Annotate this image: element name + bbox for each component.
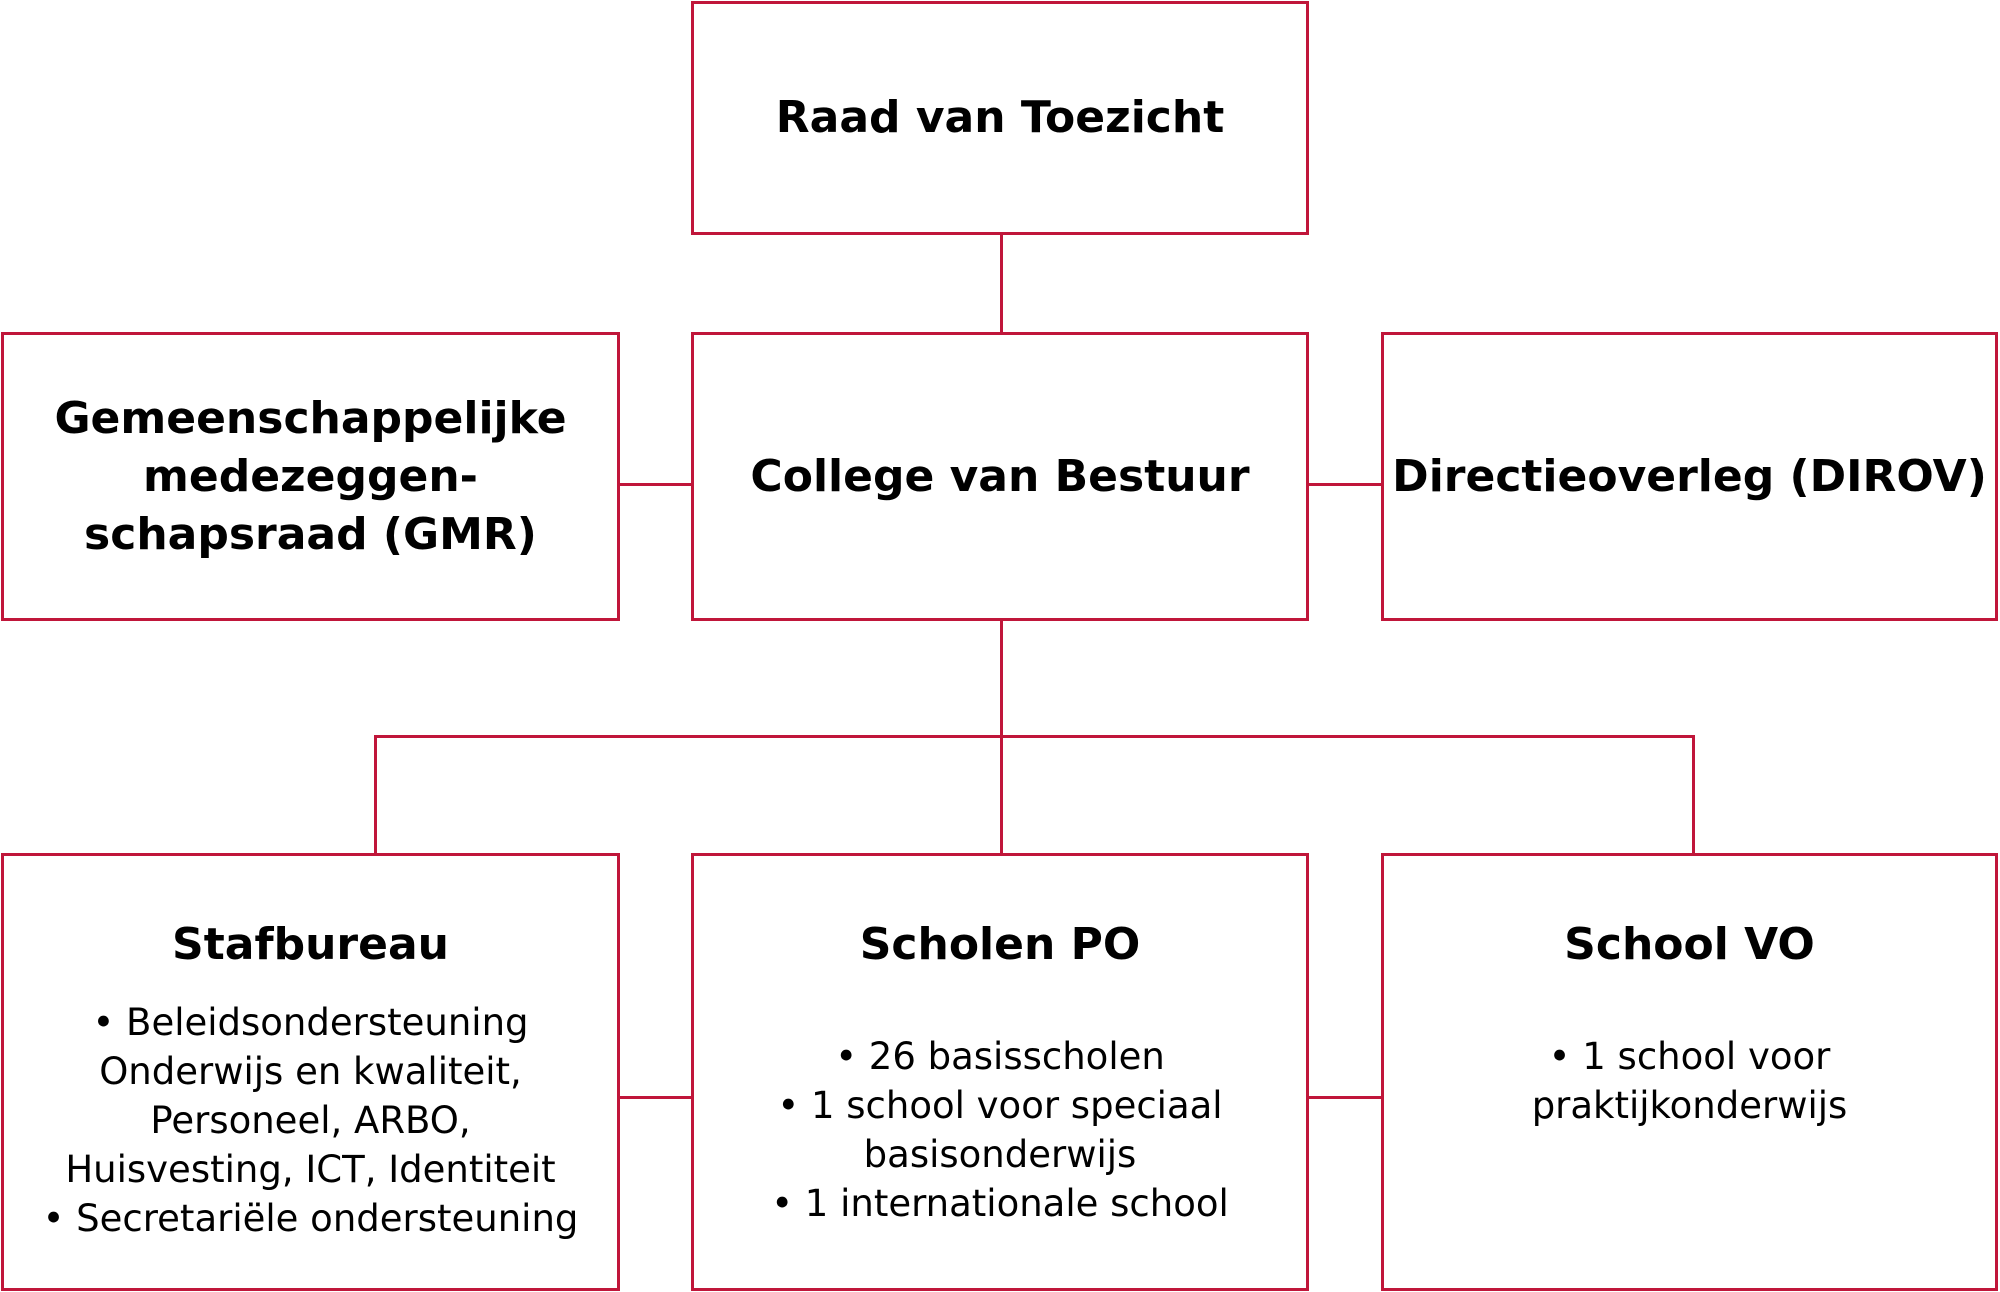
college-van-bestuur-box: College van Bestuur: [691, 332, 1309, 621]
school-vo-list-line: praktijkonderwijs: [1531, 1084, 1848, 1127]
gmr-box: Gemeenschappelijke medezeggen- schapsraa…: [1, 332, 620, 621]
connector-bus-stafbureau: [374, 735, 377, 854]
scholen-po-list-line: basisonderwijs: [863, 1133, 1137, 1176]
gmr-title-line: Gemeenschappelijke: [54, 392, 567, 444]
college-van-bestuur-title: College van Bestuur: [750, 450, 1250, 502]
connector-horizontal-bus: [374, 735, 1695, 738]
stafbureau-list-line: Personeel, ARBO,: [150, 1099, 471, 1142]
school-vo-list: • 1 school voor praktijkonderwijs: [1384, 1032, 1995, 1130]
scholen-po-list-line: • 1 internationale school: [771, 1182, 1229, 1225]
connector-scholen-po-school-vo: [1308, 1096, 1382, 1099]
connector-bus-school-vo: [1692, 735, 1695, 854]
connector-gmr-cvb: [618, 483, 692, 486]
stafbureau-title: Stafbureau: [172, 919, 449, 970]
school-vo-box: School VO • 1 school voor praktijkonderw…: [1381, 853, 1998, 1291]
stafbureau-list-line: Onderwijs en kwaliteit,: [99, 1050, 522, 1093]
scholen-po-list: • 26 basisscholen • 1 school voor specia…: [694, 1032, 1306, 1228]
scholen-po-title: Scholen PO: [859, 919, 1141, 970]
scholen-po-list-line: • 26 basisscholen: [835, 1035, 1165, 1078]
connector-cvb-dirov: [1308, 483, 1382, 486]
stafbureau-list-line: • Secretariële ondersteuning: [42, 1197, 579, 1240]
connector-stafbureau-scholen-po: [618, 1096, 692, 1099]
gmr-title-line: medezeggen-: [143, 450, 478, 502]
school-vo-title: School VO: [1564, 919, 1815, 970]
school-vo-list-line: • 1 school voor: [1548, 1035, 1831, 1078]
scholen-po-box: Scholen PO • 26 basisscholen • 1 school …: [691, 853, 1309, 1291]
connector-raad-cvb: [1000, 232, 1003, 333]
stafbureau-task-list: • Beleidsondersteuning Onderwijs en kwal…: [4, 998, 617, 1243]
raad-van-toezicht-box: Raad van Toezicht: [691, 1, 1309, 235]
stafbureau-list-line: • Beleidsondersteuning: [92, 1001, 529, 1044]
stafbureau-list-line: Huisvesting, ICT, Identiteit: [65, 1148, 556, 1191]
gmr-title-line: schapsraad (GMR): [84, 508, 537, 560]
gmr-title: Gemeenschappelijke medezeggen- schapsraa…: [54, 390, 566, 564]
scholen-po-list-line: • 1 school voor speciaal: [777, 1084, 1223, 1127]
stafbureau-box: Stafbureau • Beleidsondersteuning Onderw…: [1, 853, 620, 1291]
raad-van-toezicht-title: Raad van Toezicht: [775, 92, 1225, 143]
directieoverleg-title: Directieoverleg (DIROV): [1392, 450, 1987, 502]
directieoverleg-box: Directieoverleg (DIROV): [1381, 332, 1998, 621]
